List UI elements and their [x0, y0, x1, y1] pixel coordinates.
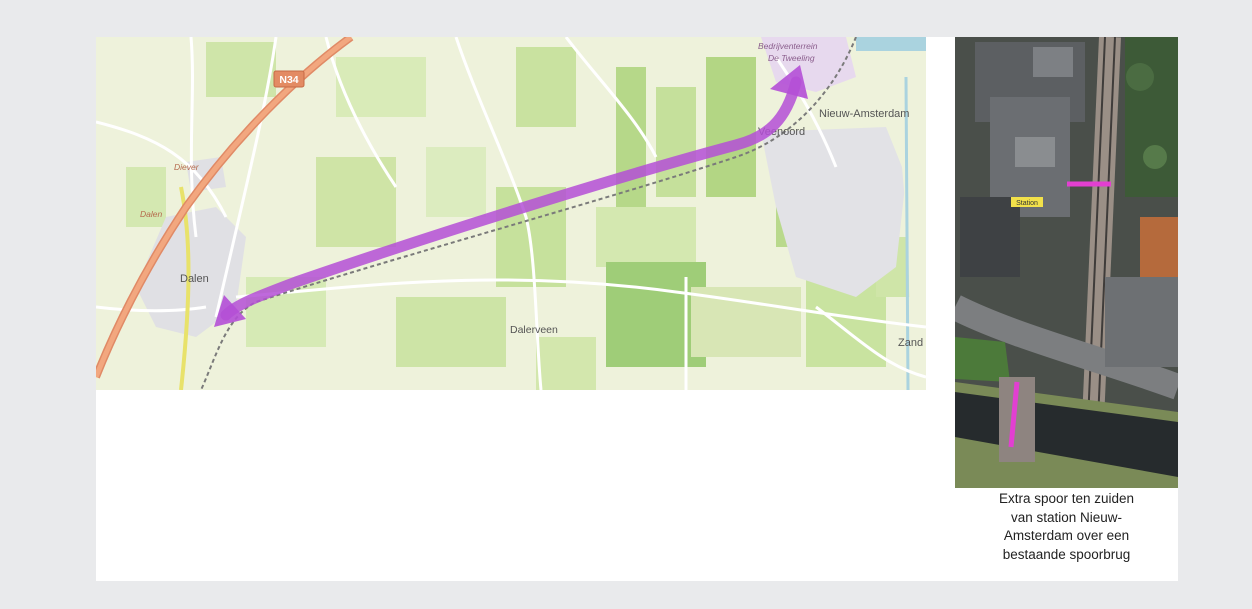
aerial-trees: [1125, 37, 1178, 197]
aerial-photo[interactable]: Station: [955, 37, 1178, 488]
route-arrow: [214, 65, 808, 327]
station-sign: [1011, 197, 1043, 207]
map-canvas: N34 Bedrijventerrein De Tweeling Nieuw-A…: [96, 37, 926, 390]
aerial-marker-bridge: [1008, 381, 1020, 448]
aerial-canvas: Station: [955, 37, 1178, 488]
aerial-roof-orange: [1140, 217, 1178, 277]
label-dalen-italic: Dalen: [140, 209, 162, 219]
route-arrowhead-north: [770, 65, 808, 99]
label-de-tweeling: De Tweeling: [768, 53, 815, 63]
aerial-road: [955, 295, 1178, 400]
aerial-caption: Extra spoor ten zuiden van station Nieuw…: [998, 491, 1135, 562]
road-label: N34: [279, 74, 298, 86]
map-minor-roads: [96, 37, 926, 390]
overview-map[interactable]: N34 Bedrijventerrein De Tweeling Nieuw-A…: [96, 37, 926, 390]
label-dalen: Dalen: [180, 273, 209, 285]
place-labels: Bedrijventerrein De Tweeling Nieuw-Amste…: [140, 41, 923, 349]
station-sign-label: Station: [1016, 200, 1038, 207]
road-shield-n34: N34: [273, 70, 305, 88]
label-diever: Diever: [174, 162, 200, 172]
label-bedrijventerrein: Bedrijventerrein: [758, 41, 818, 51]
label-zand: Zand: [898, 337, 923, 349]
label-nieuw-amsterdam: Nieuw-Amsterdam: [819, 108, 909, 120]
route-arrowhead-south: [214, 295, 246, 327]
label-dalerveen: Dalerveen: [510, 324, 558, 336]
map-water: [856, 37, 926, 390]
aerial-parking: [1105, 277, 1178, 367]
